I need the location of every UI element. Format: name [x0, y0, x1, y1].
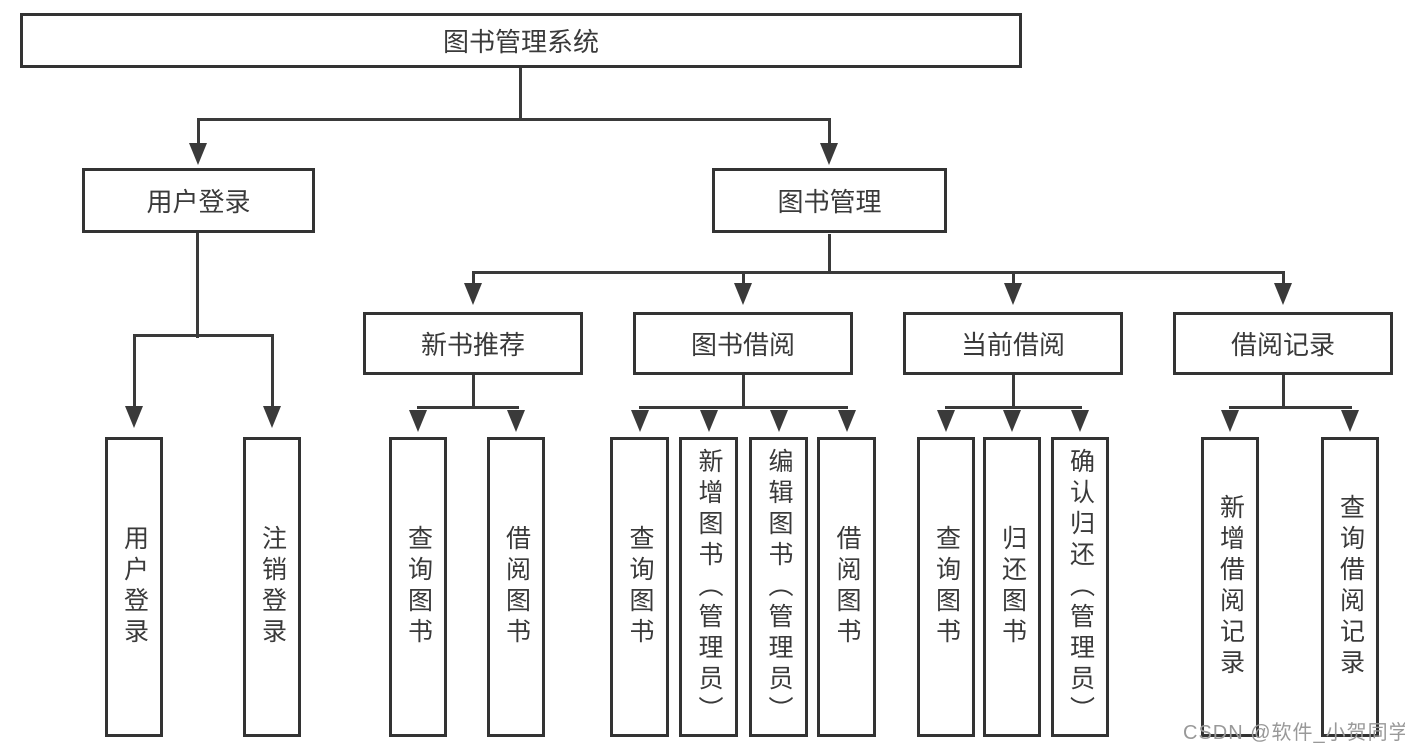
arrow-down-icon	[409, 410, 427, 432]
arrow-down-icon	[125, 406, 143, 428]
leaf-records-query-record: 查询借阅记录	[1321, 437, 1379, 737]
leaf-label: 借阅图书	[502, 525, 531, 649]
connector-line	[472, 375, 475, 409]
leaf-records-add-record: 新增借阅记录	[1201, 437, 1259, 737]
leaf-current-return-books: 归还图书	[983, 437, 1041, 737]
leaf-label: 新增图书（管理员）	[695, 447, 723, 727]
leaf-logout: 注销登录	[243, 437, 301, 737]
leaf-label: 确认归还（管理员）	[1066, 447, 1095, 727]
leaf-label: 查询图书	[404, 525, 433, 649]
arrow-down-icon	[189, 143, 207, 165]
connector-line	[1012, 273, 1015, 285]
node-label: 当前借阅	[960, 330, 1065, 360]
arrow-down-icon	[734, 283, 752, 305]
leaf-borrow-add-books-admin: 新增图书（管理员）	[679, 437, 738, 737]
leaf-borrow-query-books: 查询图书	[610, 437, 669, 737]
node-label: 借阅记录	[1230, 330, 1335, 360]
connector-line	[196, 233, 199, 338]
connector-line	[271, 336, 274, 408]
leaf-label: 查询图书	[932, 525, 961, 649]
node-book-borrow: 图书借阅	[633, 312, 853, 375]
arrow-down-icon	[700, 410, 718, 432]
leaf-user-login: 用户登录	[105, 437, 163, 737]
node-label: 新书推荐	[420, 330, 525, 360]
arrow-down-icon	[263, 406, 281, 428]
connector-line	[1229, 406, 1352, 409]
connector-line	[133, 334, 274, 337]
leaf-current-query-books: 查询图书	[917, 437, 975, 737]
arrow-down-icon	[1221, 410, 1239, 432]
node-current-borrow: 当前借阅	[903, 312, 1123, 375]
node-label: 用户登录	[146, 187, 251, 217]
node-label: 图书借阅	[690, 330, 795, 360]
arrow-down-icon	[1341, 410, 1359, 432]
connector-line	[945, 406, 1082, 409]
connector-line	[197, 119, 200, 146]
arrow-down-icon	[631, 410, 649, 432]
node-root: 图书管理系统	[20, 13, 1022, 68]
leaf-label: 注销登录	[258, 525, 287, 649]
arrow-down-icon	[1274, 283, 1292, 305]
connector-line	[472, 273, 475, 285]
connector-line	[133, 336, 136, 408]
leaf-label: 借阅图书	[833, 525, 861, 649]
connector-line	[1012, 375, 1015, 409]
leaf-recommend-borrow-books: 借阅图书	[487, 437, 545, 737]
connector-line	[197, 118, 831, 121]
leaf-current-confirm-return-admin: 确认归还（管理员）	[1051, 437, 1109, 737]
connector-line	[472, 271, 1285, 274]
connector-line	[1282, 273, 1285, 285]
connector-line	[828, 234, 831, 274]
arrow-down-icon	[838, 410, 856, 432]
leaf-label: 查询借阅记录	[1336, 494, 1365, 680]
arrow-down-icon	[937, 410, 955, 432]
arrow-down-icon	[507, 410, 525, 432]
leaf-label: 查询图书	[626, 525, 654, 649]
node-label: 图书管理	[777, 187, 882, 217]
connector-line	[1282, 375, 1285, 409]
leaf-label: 新增借阅记录	[1216, 494, 1245, 680]
connector-line	[742, 273, 745, 285]
connector-line	[519, 68, 522, 121]
arrow-down-icon	[1071, 410, 1089, 432]
connector-line	[417, 406, 519, 409]
node-new-book-recommend: 新书推荐	[363, 312, 583, 375]
connector-line	[742, 375, 745, 409]
leaf-label: 编辑图书（管理员）	[765, 447, 793, 727]
arrow-down-icon	[464, 283, 482, 305]
node-root-label: 图书管理系统	[442, 27, 599, 57]
watermark: CSDN @软件_小贺同学	[1183, 722, 1405, 744]
arrow-down-icon	[770, 410, 788, 432]
leaf-borrow-borrow-books: 借阅图书	[817, 437, 876, 737]
connector-line	[828, 119, 831, 146]
arrow-down-icon	[1004, 283, 1022, 305]
connector-line	[639, 406, 848, 409]
leaf-borrow-edit-books-admin: 编辑图书（管理员）	[749, 437, 808, 737]
arrow-down-icon	[820, 143, 838, 165]
leaf-label: 用户登录	[120, 525, 149, 649]
node-borrow-records: 借阅记录	[1173, 312, 1393, 375]
leaf-recommend-query-books: 查询图书	[389, 437, 447, 737]
leaf-label: 归还图书	[998, 525, 1027, 649]
node-user-login: 用户登录	[82, 168, 315, 233]
node-book-management: 图书管理	[712, 168, 947, 233]
arrow-down-icon	[1003, 410, 1021, 432]
